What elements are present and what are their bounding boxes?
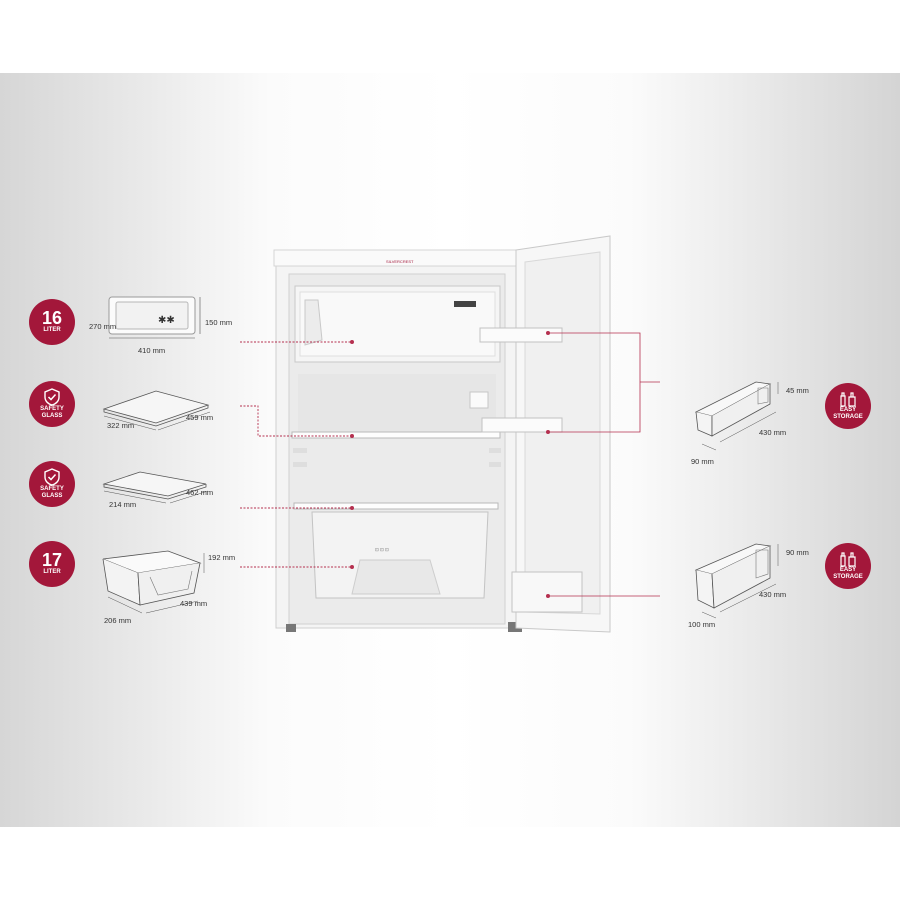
- badge-easy-storage-1: EASY STORAGE: [825, 383, 871, 429]
- dim-label: 430 mm: [759, 428, 787, 437]
- bottles-icon: [840, 392, 856, 407]
- dim-label: 430 mm: [759, 590, 787, 599]
- badge-text: GLASS: [41, 493, 63, 499]
- dim-label: 90 mm: [691, 457, 714, 466]
- badge-number: 17: [41, 550, 63, 570]
- bottles-icon: [840, 552, 856, 567]
- freezer-tray-drawing: ✱✱: [108, 296, 201, 339]
- badge-number: 16: [41, 308, 63, 328]
- dim-label: 206 mm: [104, 616, 132, 625]
- door-shelf-upper-icon: [479, 327, 563, 343]
- dim-label: 45 mm: [786, 386, 809, 395]
- glass-shelf-1: [291, 431, 501, 439]
- badge-easy-storage-2: EASY STORAGE: [825, 543, 871, 589]
- badge-16-liter: 16 LITER: [29, 299, 75, 345]
- dim-label: 439 mm: [180, 599, 208, 608]
- door-shelf-middle: [481, 417, 563, 433]
- door-shelf-lower-icon: [511, 571, 583, 613]
- dim-label: 150 mm: [205, 318, 233, 327]
- dim-label: 270 mm: [89, 322, 117, 331]
- badge-text: EASY: [839, 407, 857, 413]
- svg-text:✱✱: ✱✱: [158, 315, 175, 326]
- dim-label: 462 mm: [186, 488, 214, 497]
- badge-text: STORAGE: [833, 414, 863, 420]
- dim-label: 214 mm: [109, 500, 137, 509]
- svg-text:⊡ ⊡ ⊡: ⊡ ⊡ ⊡: [375, 547, 389, 552]
- badge-unit: LITER: [43, 569, 61, 575]
- shield-check-icon: [44, 468, 60, 486]
- badge-text: SAFETY: [40, 486, 64, 492]
- badge-17-liter: 17 LITER: [29, 541, 75, 587]
- badge-text: GLASS: [41, 413, 63, 419]
- dim-label: 459 mm: [186, 413, 214, 422]
- badge-text: SAFETY: [40, 406, 64, 412]
- dim-label: 192 mm: [208, 553, 236, 562]
- door-shelf-upper-drawing: [694, 381, 779, 451]
- badge-text: STORAGE: [833, 574, 863, 580]
- crisper-drawer-drawing: [102, 550, 205, 614]
- dim-label: 90 mm: [786, 548, 809, 557]
- glass-shelf-small-drawing: [102, 471, 209, 504]
- door-shelf-lower-drawing: [694, 543, 779, 619]
- dim-label: 410 mm: [138, 346, 166, 355]
- svg-text:SILVERCREST: SILVERCREST: [386, 259, 414, 264]
- glass-shelf-large-drawing: [102, 390, 211, 431]
- shield-check-icon: [44, 388, 60, 406]
- dim-label: 322 mm: [107, 421, 135, 430]
- dim-label: 100 mm: [688, 620, 716, 629]
- badge-text: EASY: [839, 567, 857, 573]
- badge-safety-glass-1: SAFETY GLASS: [29, 381, 75, 427]
- badge-safety-glass-2: SAFETY GLASS: [29, 461, 75, 507]
- glass-shelf-2: [293, 502, 499, 510]
- badge-unit: LITER: [43, 327, 61, 333]
